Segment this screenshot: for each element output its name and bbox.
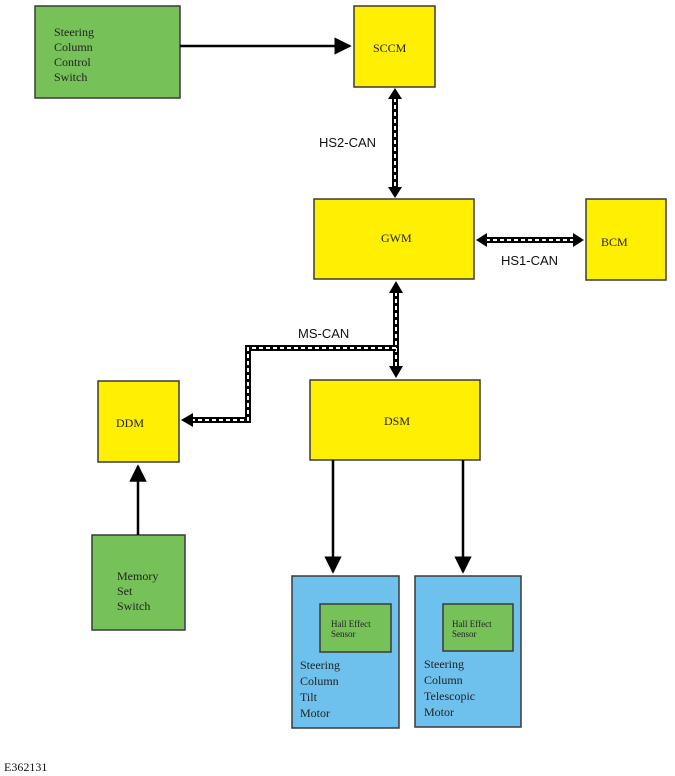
ms-can-bus bbox=[181, 281, 403, 427]
gwm-module-box bbox=[313, 198, 475, 280]
telescopic-hall-effect-sensor-box bbox=[442, 603, 514, 652]
hs1-can-label: HS1-CAN bbox=[501, 253, 558, 268]
hs2-can-bus bbox=[388, 88, 402, 198]
tilt-hall-effect-sensor-label: Hall Effect Sensor bbox=[331, 619, 373, 639]
ddm-module-box bbox=[97, 380, 180, 463]
steering-column-control-switch-label: Steering Column Control Switch bbox=[54, 25, 97, 84]
gwm-module-label: GWM bbox=[381, 231, 412, 245]
hs1-can-bus bbox=[476, 233, 584, 247]
ddm-module-label: DDM bbox=[116, 416, 144, 430]
telescopic-hall-effect-sensor-label: Hall Effect Sensor bbox=[452, 619, 494, 639]
memory-set-switch-label: Memory Set Switch bbox=[117, 569, 161, 613]
sccm-module-box bbox=[353, 5, 436, 88]
steering-column-control-switch-box bbox=[34, 5, 181, 99]
bcm-module-box bbox=[585, 198, 667, 281]
sccm-module-label: SCCM bbox=[373, 41, 407, 55]
ms-can-label: MS-CAN bbox=[298, 326, 349, 341]
tilt-hall-effect-sensor-box bbox=[319, 603, 392, 653]
dsm-module-label: DSM bbox=[384, 414, 410, 428]
dsm-module-box bbox=[309, 379, 481, 461]
tilt-motor-label: Steering Column Tilt Motor bbox=[300, 658, 343, 720]
telescopic-motor-label: Steering Column Telescopic Motor bbox=[424, 657, 478, 719]
bcm-module-label: BCM bbox=[601, 235, 628, 249]
figure-reference: E362131 bbox=[4, 760, 47, 774]
hs2-can-label: HS2-CAN bbox=[319, 135, 376, 150]
